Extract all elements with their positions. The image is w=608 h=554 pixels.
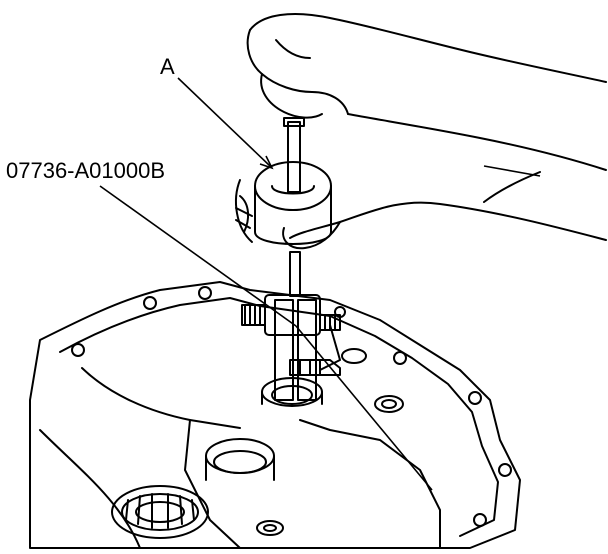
slide-hammer-weight: [235, 161, 332, 245]
bore-opening: [205, 438, 275, 481]
bearing: [111, 485, 209, 539]
bearing-puller: [241, 294, 341, 407]
leader-tool-extension: [295, 325, 433, 491]
leader-tool: [99, 185, 297, 327]
tool-number-label: 07736-A01000B: [6, 158, 166, 183]
leader-a: [177, 77, 271, 167]
hand: [246, 13, 607, 250]
leader-a-arrowhead: [259, 155, 274, 170]
leader-hand: [483, 165, 541, 177]
case-details: [256, 324, 404, 536]
slide-hammer-shaft: [283, 117, 305, 297]
leader-lines: [99, 77, 541, 491]
callout-a-label: A: [160, 54, 175, 79]
